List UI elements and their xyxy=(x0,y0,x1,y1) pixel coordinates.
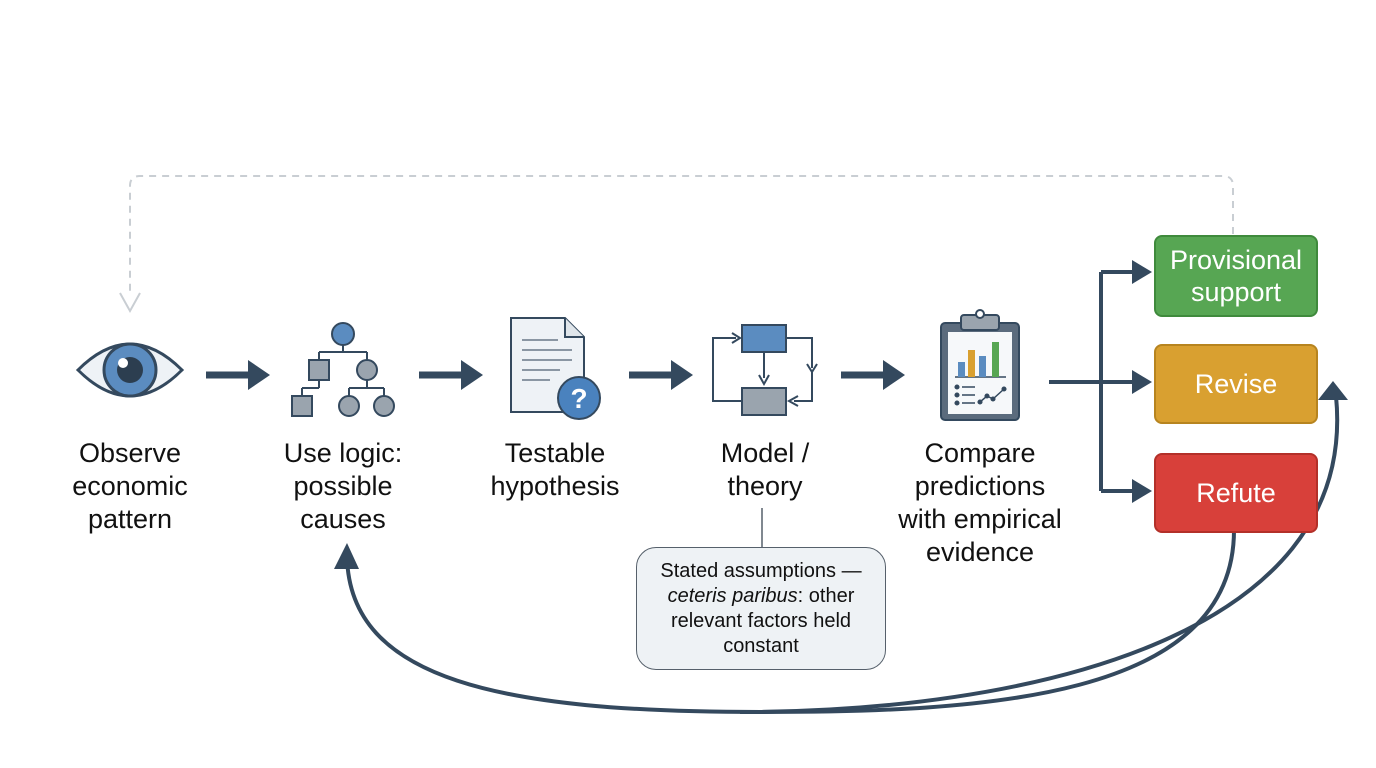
arrowhead-3 xyxy=(671,360,693,390)
step-label-observe: Observe economic pattern xyxy=(72,438,188,534)
step-label-logic: Use logic: possible causes xyxy=(283,438,403,534)
step-label-model: Model / theory xyxy=(720,438,810,501)
assumption-note: Stated assumptions — ceteris paribus: ot… xyxy=(636,547,886,670)
arrowhead-revise xyxy=(1132,370,1152,394)
revise-feedback-curve xyxy=(739,395,1340,714)
ceteris-paribus-term: ceteris paribus xyxy=(667,584,798,607)
arrowhead-4 xyxy=(883,360,905,390)
step-label-compare: Compare predictions with empirical evide… xyxy=(898,438,1062,567)
arrowhead-1 xyxy=(248,360,270,390)
step-label-hypothesis: Testable hypothesis xyxy=(490,438,620,501)
svg-text:?: ? xyxy=(570,383,587,414)
hierarchy-tree-icon xyxy=(291,322,395,417)
eye-icon xyxy=(75,342,185,398)
clipboard-chart-icon xyxy=(940,309,1020,421)
model-cycle-icon xyxy=(712,324,818,416)
refute-feedback-arrowhead xyxy=(334,543,359,569)
document-question-icon: ? xyxy=(510,317,601,420)
dashed-loop-arrowhead xyxy=(119,292,141,314)
dashed-feedback-loop xyxy=(129,175,1234,296)
outcome-revise: Revise xyxy=(1154,344,1318,424)
arrowhead-refute xyxy=(1132,479,1152,503)
revise-feedback-arrowhead xyxy=(1318,381,1348,400)
arrowhead-2 xyxy=(461,360,483,390)
arrowhead-support xyxy=(1132,260,1152,284)
outcome-refute: Refute xyxy=(1154,453,1318,533)
outcome-provisional-support: Provisional support xyxy=(1154,235,1318,317)
branch-arrows xyxy=(1049,270,1138,493)
